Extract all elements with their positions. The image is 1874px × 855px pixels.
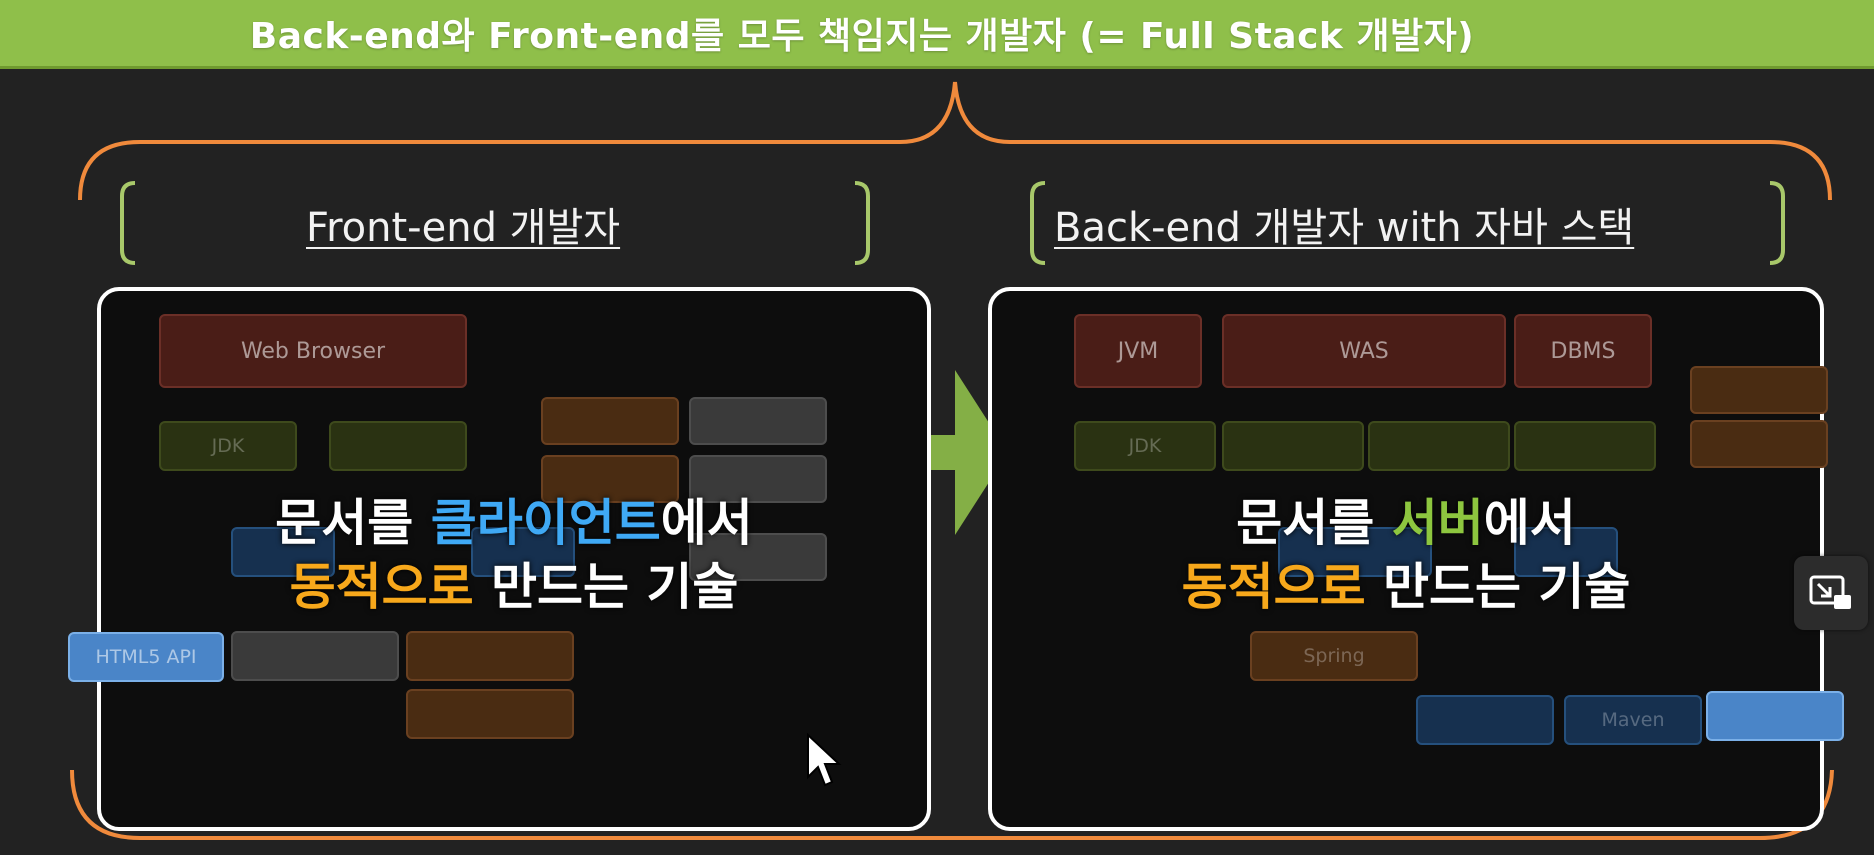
tool-block-1 — [1690, 366, 1828, 414]
html5-api-block: HTML5 API — [68, 632, 224, 682]
jsp-block — [1368, 421, 1510, 471]
front-right-bracket — [854, 181, 870, 265]
front-end-title: Front-end 개발자 — [306, 205, 621, 251]
library-block-2 — [689, 455, 827, 503]
client-highlight: 클라이언트 — [430, 494, 661, 552]
back-caption-line-2: 동적으로 만드는 기술 — [1181, 558, 1631, 616]
maven-block: Maven — [1564, 695, 1702, 745]
top-brace — [78, 81, 1832, 201]
build-block-3 — [1706, 691, 1844, 741]
spring-block: Spring — [1250, 631, 1418, 681]
mouse-cursor-icon — [807, 733, 842, 787]
jdk-block: JDK — [159, 421, 297, 471]
was-block: WAS — [1222, 314, 1506, 388]
server-highlight: 서버 — [1391, 494, 1484, 552]
back-caption-line-1: 문서를 서버에서 — [1236, 494, 1576, 552]
library-block-1 — [689, 397, 827, 445]
library-block-4 — [406, 631, 574, 681]
back-right-bracket — [1769, 181, 1785, 265]
library-block-5 — [406, 689, 574, 739]
back-caption: 문서를 서버에서 동적으로 만드는 기술 — [992, 491, 1820, 619]
front-caption-line-1: 문서를 클라이언트에서 — [275, 494, 753, 552]
dynamic-highlight-back: 동적으로 — [1181, 558, 1366, 616]
dom-block — [231, 527, 335, 577]
front-end-panel: Web Browser JDK 문서를 클라이언트에서 동적으로 만드는 기술 — [97, 287, 931, 831]
back-end-title: Back-end 개발자 with 자바 스택 — [1054, 205, 1635, 251]
jdbc-block — [1514, 421, 1656, 471]
framework-block — [329, 421, 467, 471]
picture-in-picture-icon — [1809, 575, 1851, 609]
tool-block-2 — [1690, 420, 1828, 468]
component-block — [231, 631, 399, 681]
servlet-block — [1222, 421, 1364, 471]
api-block — [1514, 527, 1618, 577]
front-left-bracket — [120, 181, 136, 265]
script-block-1 — [541, 397, 679, 445]
dynamic-highlight: 동적으로 — [289, 558, 474, 616]
back-left-bracket — [1030, 181, 1046, 265]
dbms-block: DBMS — [1514, 314, 1652, 388]
banner-title: Back-end와 Front-end를 모두 책임지는 개발자 (= Full… — [249, 16, 1475, 57]
picture-in-picture-button[interactable] — [1794, 556, 1868, 630]
build-block-1 — [1416, 695, 1554, 745]
web-api-block — [1278, 527, 1432, 577]
script-block-2 — [541, 455, 679, 503]
library-block-3 — [689, 533, 827, 581]
jdk-block-back: JDK — [1074, 421, 1216, 471]
jvm-block: JVM — [1074, 314, 1202, 388]
title-banner: Back-end와 Front-end를 모두 책임지는 개발자 (= Full… — [0, 0, 1874, 69]
web-browser-block: Web Browser — [159, 314, 467, 388]
front-caption: 문서를 클라이언트에서 동적으로 만드는 기술 — [101, 491, 927, 619]
back-end-panel: JVM WAS DBMS JDK Spring Maven 문서를 서버에서 동… — [988, 287, 1824, 831]
front-caption-line-2: 동적으로 만드는 기술 — [289, 558, 739, 616]
ui-block — [471, 527, 575, 577]
